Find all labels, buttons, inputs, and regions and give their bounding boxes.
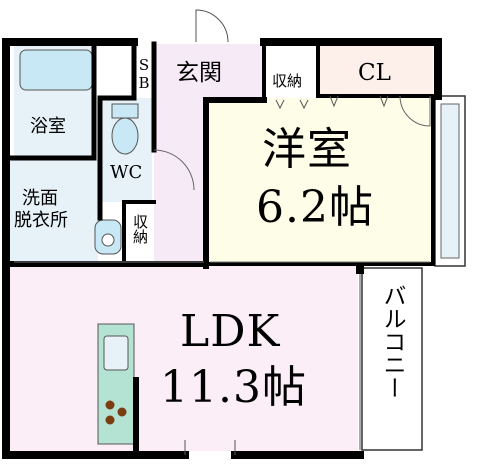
stove-burner-icon	[105, 400, 115, 410]
western-room-name: 洋室	[262, 124, 352, 175]
ldk-door-frame	[184, 440, 236, 455]
hallway-floor	[154, 98, 206, 266]
ldk-floor	[10, 266, 358, 451]
washroom-floor	[10, 160, 98, 264]
closet-floor	[320, 44, 433, 96]
window-glass	[440, 103, 460, 259]
shoebox-label: SB	[135, 56, 153, 92]
closet-markers	[275, 95, 389, 110]
washroom-label-line2: 脱衣所	[14, 210, 68, 231]
kitchen-sink-icon	[103, 335, 129, 371]
storage-top-label: 収納	[272, 72, 303, 90]
walls	[2, 38, 442, 459]
stove-burner-icon	[105, 415, 115, 425]
stove-burner-icon	[117, 407, 127, 417]
ldk-size: 11.3帖	[160, 362, 307, 413]
basin-drain-icon	[101, 233, 115, 247]
wc-door-swing	[153, 149, 195, 191]
entrance-floor	[152, 44, 264, 100]
toilet-icon	[111, 117, 139, 155]
bathtub-icon	[19, 49, 93, 91]
storage-mid-label: 収納	[131, 214, 149, 244]
western-room-size: 6.2帖	[256, 182, 374, 233]
balcony-label: バルコニー	[379, 284, 405, 399]
closet-label: CL	[358, 60, 391, 86]
ldk-name: LDK	[180, 306, 281, 357]
western-room-floor	[208, 98, 435, 262]
western-door-swing	[399, 95, 431, 127]
entrance-label: 玄関	[176, 60, 222, 86]
balcony-outline	[361, 267, 423, 451]
toilet-tank-icon	[111, 103, 139, 119]
washroom-label-line1: 洗面	[22, 188, 58, 209]
entrance-door-swing	[195, 9, 229, 43]
wc-label: WC	[110, 162, 143, 183]
bath-label: 浴室	[30, 116, 66, 137]
